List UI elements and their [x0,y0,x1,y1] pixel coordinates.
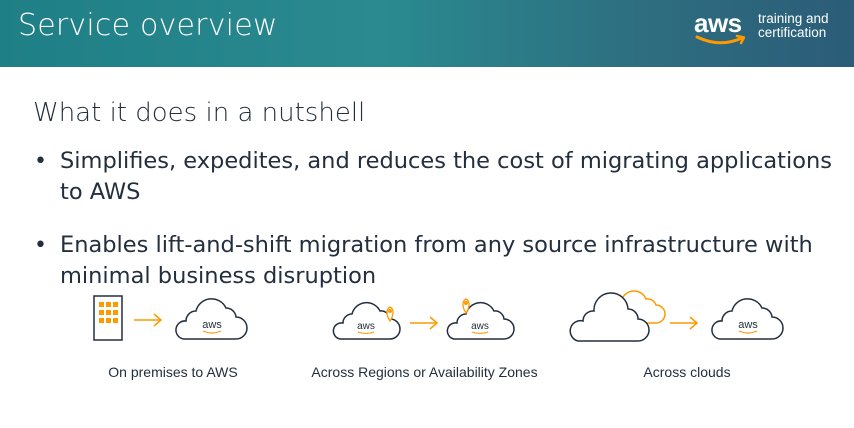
cloud-label: aws [202,319,222,331]
bullet-item: • Simplifies, expedites, and reduces the… [30,146,840,208]
header-banner: Service overview aws training and certif… [0,0,854,67]
cloud-label: aws [357,321,375,332]
diagram-on-premises: aws [92,293,252,345]
brand-tagline: training and certification [758,12,848,40]
aws-cloud-icon: aws [711,298,784,340]
aws-smile-icon [695,34,746,45]
aws-cloud-icon: aws [175,298,248,340]
building-icon [93,295,123,341]
bullet-item: • Enables lift-and-shift migration from … [30,230,840,292]
bullet-text: Simplifies, expedites, and reduces the c… [60,148,832,205]
bullet-dot-icon: • [34,233,47,258]
diagram-across-clouds: aws [569,290,790,345]
arrow-right-icon [410,316,439,330]
cloud-label: aws [471,321,489,332]
subheading: What it does in a nutshell [33,98,366,128]
slide-title: Service overview [18,8,278,43]
bullet-list: • Simplifies, expedites, and reduces the… [30,146,840,314]
aws-logo-wordmark: aws [694,8,742,38]
diagram-caption: On premises to AWS [108,364,238,380]
cloud-label: aws [738,319,758,331]
brand-tagline-line2: certification [758,25,827,40]
aws-cloud-location-icon: aws [446,298,515,340]
diagram-regions: aws aws [330,293,520,345]
bullet-dot-icon: • [34,149,47,174]
generic-clouds-icon [569,290,666,342]
aws-cloud-location-icon: aws [332,301,401,340]
brand-tagline-line1: training and [758,11,829,26]
diagram-caption: Across clouds [643,364,731,380]
arrow-right-icon [670,316,699,330]
bullet-text: Enables lift-and-shift migration from an… [60,232,813,289]
arrow-right-icon [134,313,163,327]
aws-training-logo: aws training and certification [694,8,844,52]
diagram-caption: Across Regions or Availability Zones [311,364,538,380]
